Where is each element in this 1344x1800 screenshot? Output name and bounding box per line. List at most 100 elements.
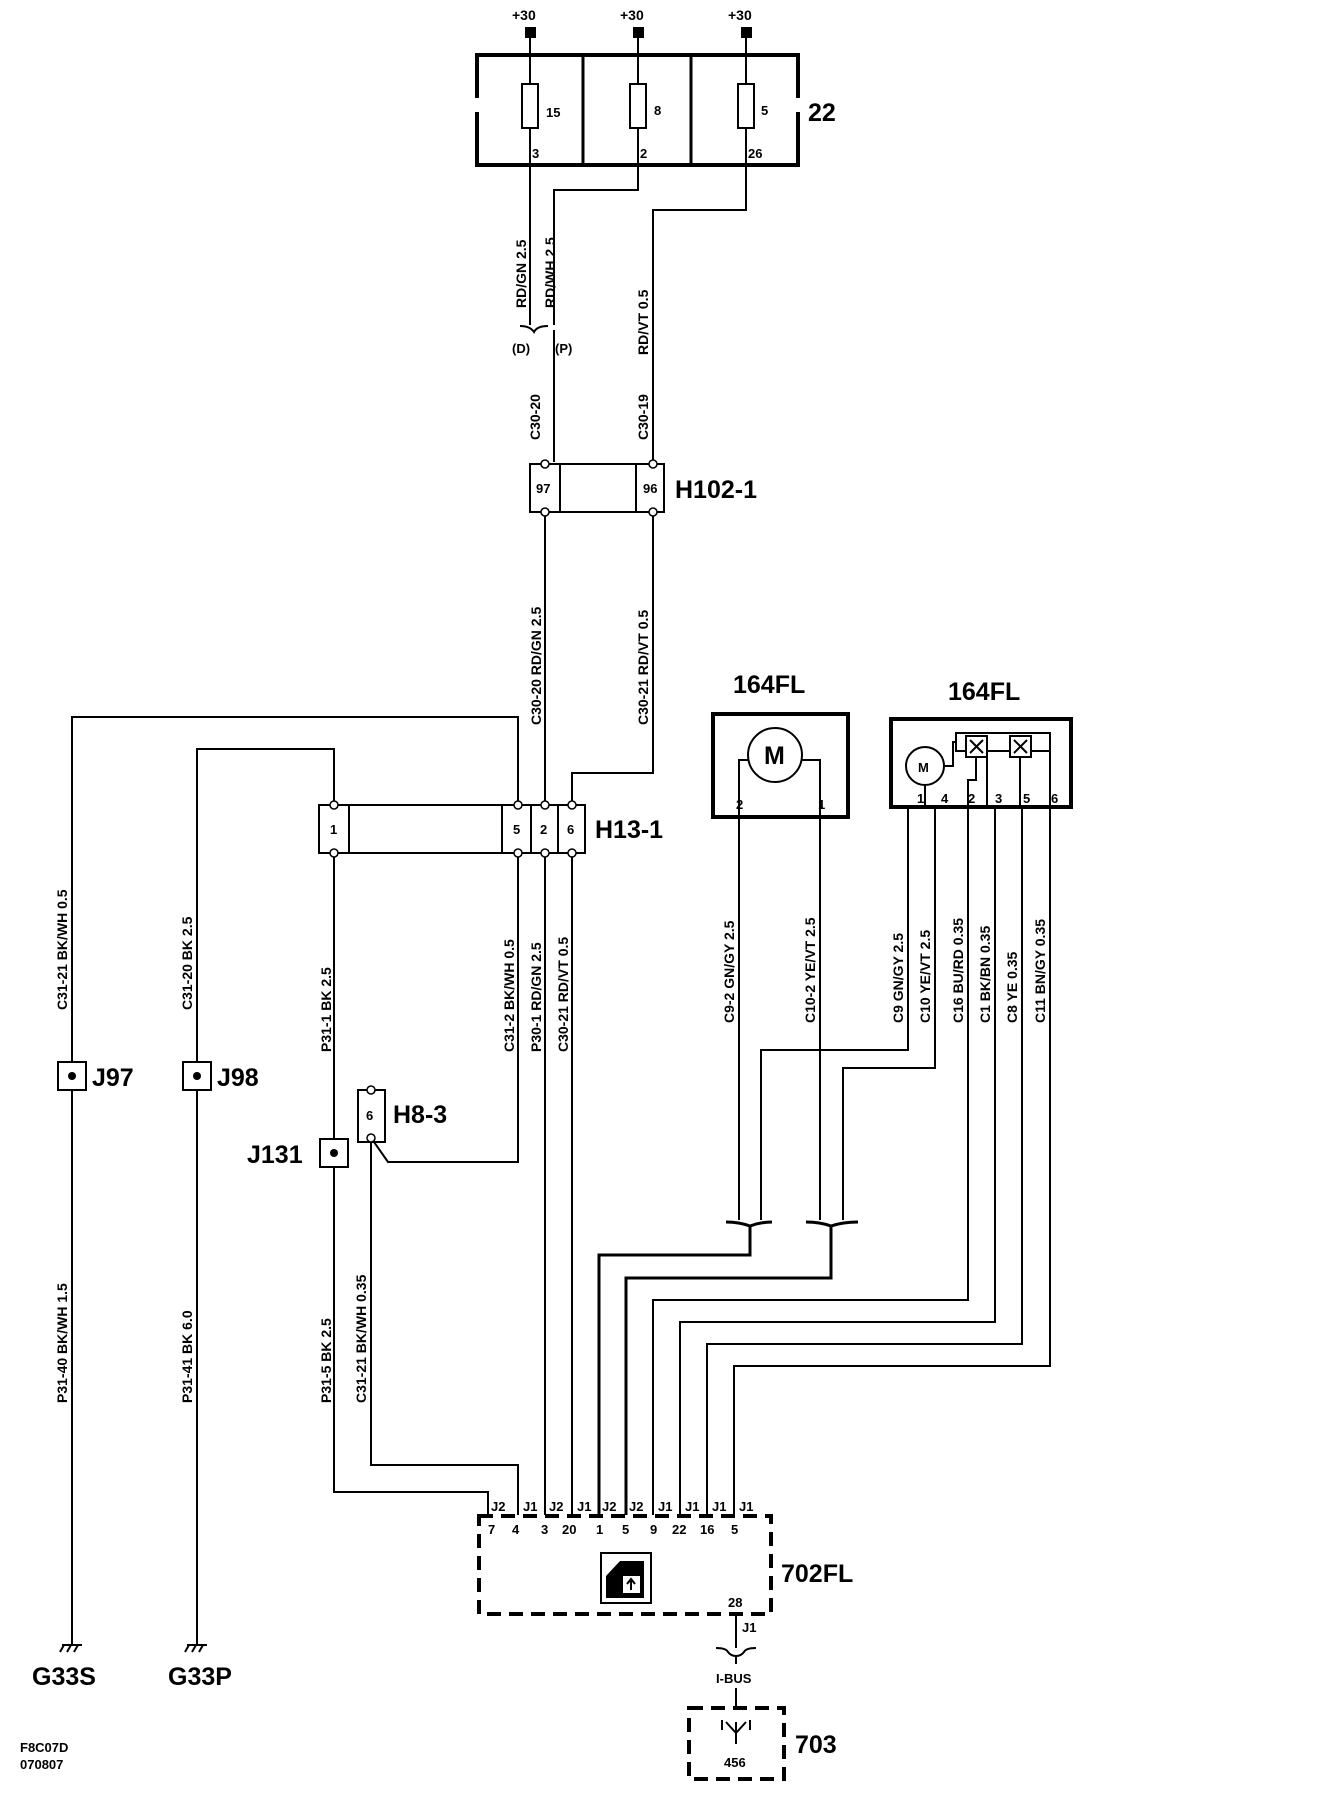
conn-label: J2 [549, 1499, 563, 1514]
connector-h8-3: 6 H8-3 [357, 1085, 447, 1143]
component-id: 164FL [948, 678, 1020, 706]
fuse-8: 8 2 [629, 55, 661, 165]
wire-label: C31-21 BK/WH 0.35 [353, 1274, 369, 1403]
conn-label: J1 [523, 1499, 537, 1514]
wire-label: C16 BU/RD 0.35 [950, 918, 966, 1023]
pin-number: 96 [643, 481, 657, 496]
conn-label: J1 [739, 1499, 753, 1514]
connector-id: H13-1 [595, 816, 663, 844]
wire-label: P31-5 BK 2.5 [318, 1318, 334, 1403]
ground-g33p: G33P [168, 1644, 232, 1691]
wire-label: C30-20 RD/GN 2.5 [528, 607, 544, 725]
motor-symbol: M [764, 742, 785, 770]
fuse-number: 8 [654, 103, 661, 118]
pin-number: 2 [968, 791, 975, 806]
wire-label: RD/GN 2.5 [513, 239, 529, 308]
connector-h102-1: 97 96 H102-1 [529, 459, 757, 517]
module-id: 702FL [781, 1560, 853, 1588]
ibus-label: I-BUS [716, 1671, 752, 1686]
conn-label: J1 [712, 1499, 726, 1514]
pin-number: 7 [488, 1522, 495, 1537]
pin-number: 5 [1023, 791, 1030, 806]
supply-label-3: +30 [728, 7, 752, 23]
splice-j131: J131 [247, 1138, 349, 1169]
window-lift-icon [600, 1552, 652, 1604]
wires-left: C31-21 BK/WH 0.5 C31-20 BK 2.5 P31-1 BK … [32, 889, 571, 1691]
pin-number: 5 [731, 1522, 738, 1537]
ground-id: G33S [32, 1663, 96, 1691]
pin-number: 9 [650, 1522, 657, 1537]
pin-number: 4 [512, 1522, 520, 1537]
pin-number: 1 [596, 1522, 603, 1537]
conn-label: J2 [602, 1499, 616, 1514]
conn-label: J2 [491, 1499, 505, 1514]
ground-g33s: G33S [32, 1644, 96, 1691]
wire-label: RD/WH 2.5 [542, 237, 558, 308]
wire-label: C9 GN/GY 2.5 [890, 933, 906, 1023]
module-header-labels: J2 J1 J2 J1 J2 J2 J1 J1 J1 J1 [491, 1499, 753, 1514]
terminal-marker [525, 27, 536, 38]
wire-label: P31-41 BK 6.0 [179, 1310, 195, 1403]
wires-upper: (D) (P) RD/GN 2.5 RD/WH 2.5 RD/VT 0.5 C3… [512, 165, 747, 462]
pin-number: 22 [672, 1522, 686, 1537]
pin-number: 16 [700, 1522, 714, 1537]
conn-label: J1 [658, 1499, 672, 1514]
supply-terminals: +30 +30 +30 [512, 7, 752, 55]
bus-pin: 28 [728, 1595, 742, 1610]
pin-number: 97 [536, 481, 550, 496]
bus-connector: J1 [742, 1620, 756, 1635]
splice-id: J98 [217, 1064, 259, 1092]
splice-j97: J97 [57, 1061, 134, 1092]
pin-number: 20 [562, 1522, 576, 1537]
module-703: 456 703 [687, 1706, 837, 1781]
fuse-pin: 26 [748, 146, 762, 161]
fuse-box-22: 15 3 8 2 5 26 22 [472, 53, 836, 167]
fuse-pin: 3 [532, 146, 539, 161]
wires-mid: C30-20 RD/GN 2.5 C30-21 RD/VT 0.5 [71, 516, 654, 1645]
wire-label: C30-21 RD/VT 0.5 [635, 610, 651, 725]
mirror-unit-164fl: 164FL M 1 4 2 3 5 6 [889, 678, 1073, 809]
supply-label-1: +30 [512, 7, 536, 23]
fuse-box-id: 22 [808, 99, 836, 127]
module-outline [687, 1706, 786, 1781]
wire-label: C9-2 GN/GY 2.5 [721, 920, 737, 1023]
pin-number: 3 [541, 1522, 548, 1537]
variant-p: (P) [555, 341, 572, 356]
pin-number: 6 [366, 1108, 373, 1123]
ibus-link: J1 I-BUS [715, 1614, 756, 1708]
fuse-number: 15 [546, 105, 560, 120]
wire-label: C31-20 BK 2.5 [179, 916, 195, 1010]
connector-id: H102-1 [675, 476, 757, 504]
module-id: 703 [795, 1731, 837, 1759]
module-pin: 456 [724, 1755, 746, 1770]
conn-label: J1 [577, 1499, 591, 1514]
drawing-date: 070807 [20, 1757, 63, 1772]
terminal-marker [741, 27, 752, 38]
module-pin-numbers: 7 4 3 20 1 5 9 22 16 5 [488, 1522, 738, 1537]
wire-label: C11 BN/GY 0.35 [1032, 919, 1048, 1023]
antenna-icon [721, 1720, 751, 1744]
pin-number: 4 [941, 791, 949, 806]
splice-j98: J98 [182, 1061, 259, 1092]
component-id: 164FL [733, 671, 805, 699]
connector-h13-1: 1 5 2 6 H13-1 [318, 800, 663, 858]
pin-number: 2 [736, 797, 743, 812]
pin-number: 1 [917, 791, 924, 806]
variant-d: (D) [512, 341, 530, 356]
pin-number: 3 [995, 791, 1002, 806]
pin-number: 5 [622, 1522, 629, 1537]
supply-label-2: +30 [620, 7, 644, 23]
pin-number: 5 [513, 822, 520, 837]
wires-mirror: C9-2 GN/GY 2.5 C10-2 YE/VT 2.5 C9 GN/GY … [597, 807, 1051, 1515]
wire-label: C30-21 RD/VT 0.5 [555, 937, 571, 1052]
wire-label: C31-21 BK/WH 0.5 [54, 889, 70, 1010]
wire-label: C30-19 [635, 394, 651, 440]
pin-number: 1 [818, 797, 825, 812]
fuse-number: 5 [761, 103, 768, 118]
wire-label: P30-1 RD/GN 2.5 [528, 942, 544, 1052]
wire-label: C10-2 YE/VT 2.5 [802, 917, 818, 1023]
wire-label: P31-1 BK 2.5 [318, 967, 334, 1052]
pin-number: 6 [1051, 791, 1058, 806]
connector-id: H8-3 [393, 1101, 447, 1129]
conn-label: J2 [629, 1499, 643, 1514]
